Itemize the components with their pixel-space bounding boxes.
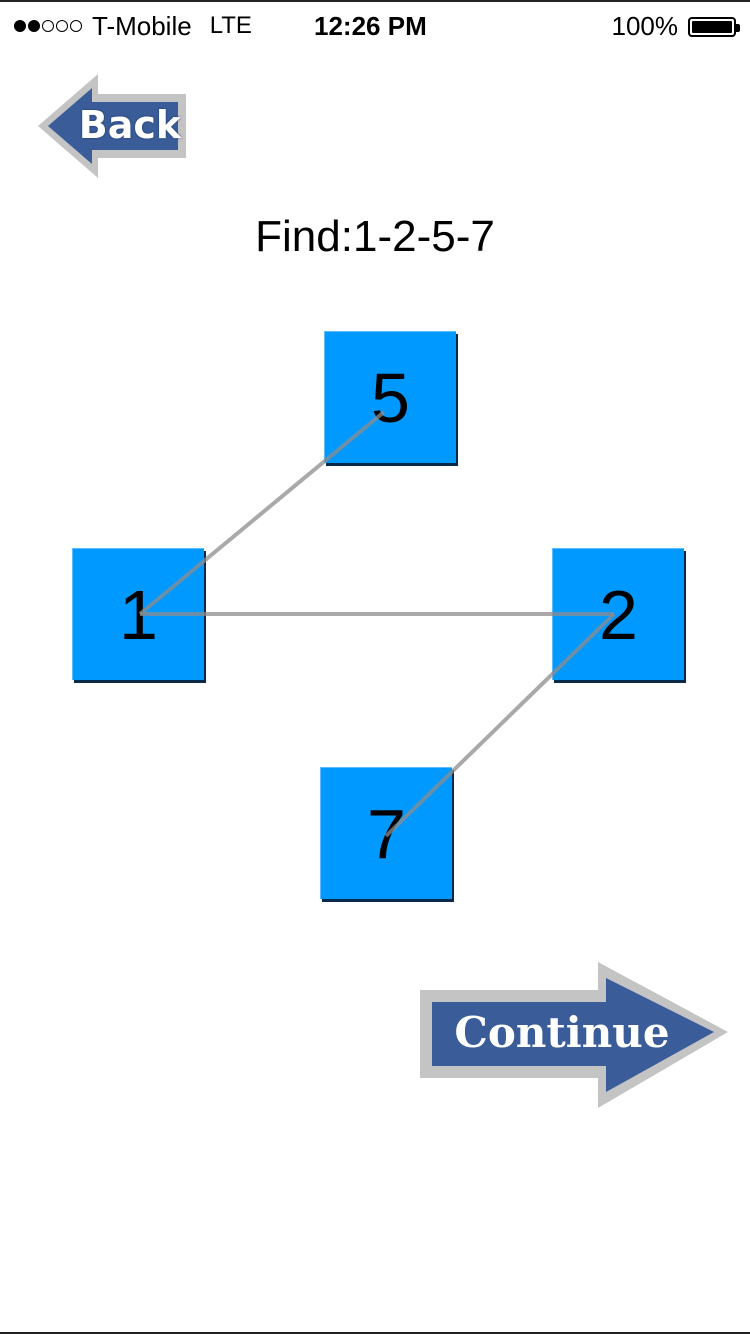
tile-1[interactable]: 1: [72, 548, 204, 680]
carrier-name: T-Mobile: [92, 10, 192, 41]
tile-label: 2: [599, 575, 638, 654]
continue-button[interactable]: Continue: [418, 960, 730, 1110]
continue-arrow-icon: [420, 962, 728, 1108]
status-bar: T-Mobile LTE 12:26 PM 100%: [0, 2, 750, 50]
tile-label: 1: [119, 575, 158, 654]
instruction-title: Find:1-2-5-7: [255, 212, 495, 261]
tile-7[interactable]: 7: [320, 767, 452, 899]
status-left: T-Mobile LTE: [14, 11, 252, 41]
signal-dot: [42, 20, 54, 32]
continue-label: Continue: [454, 1007, 670, 1057]
network-type: LTE: [209, 12, 252, 39]
back-arrow-icon: [38, 74, 186, 178]
status-right: 100%: [611, 11, 740, 42]
top-border: [0, 0, 750, 2]
tile-5[interactable]: 5: [324, 331, 456, 463]
back-label: Back: [78, 103, 182, 147]
bottom-border: [0, 1332, 750, 1334]
signal-dot: [70, 20, 82, 32]
back-button[interactable]: Back: [36, 72, 188, 180]
tile-label: 7: [367, 794, 406, 873]
tile-2[interactable]: 2: [552, 548, 684, 680]
battery-fill: [692, 20, 732, 33]
status-time: 12:26 PM: [314, 11, 427, 41]
battery-percent: 100%: [611, 11, 679, 41]
battery-icon: [688, 16, 740, 37]
signal-dot: [28, 20, 40, 32]
signal-dot: [56, 20, 68, 32]
tile-label: 5: [371, 358, 410, 437]
battery-tip: [736, 23, 740, 32]
signal-strength-icon: [14, 20, 82, 32]
signal-dot: [14, 20, 26, 32]
